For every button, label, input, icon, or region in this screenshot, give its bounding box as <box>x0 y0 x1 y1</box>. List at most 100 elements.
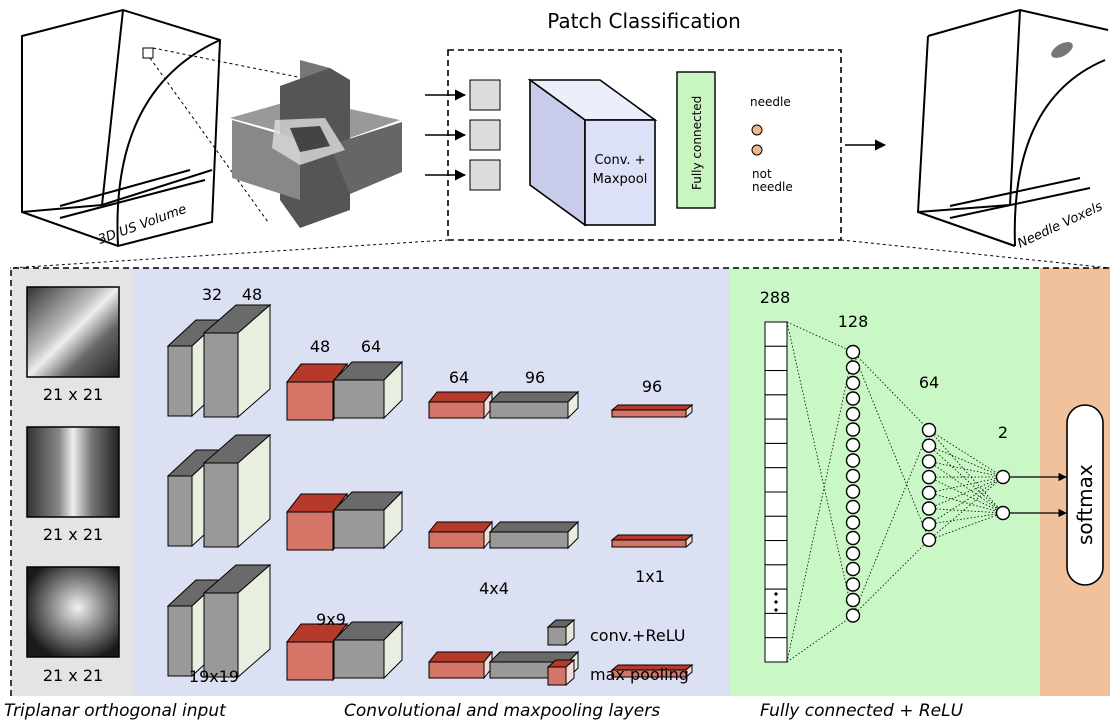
fc288-ellipsis-dot <box>774 600 778 604</box>
count-conv3: 64 <box>361 337 381 356</box>
fc128-node <box>845 608 861 623</box>
fc64-node <box>921 485 937 500</box>
fc128-node <box>845 546 861 561</box>
conv-box-label-1: Conv. + <box>594 153 645 168</box>
size-label-19: 19x19 <box>189 667 239 686</box>
class-not-label-2: needle <box>752 180 793 194</box>
fc128-node <box>845 422 861 437</box>
volume-patch-cube <box>142 47 154 59</box>
softmax-box <box>1066 404 1104 586</box>
top-section: 3D US Volume Patch Classification Conv. … <box>9 8 1110 269</box>
us-volume-wireframe <box>21 8 222 248</box>
legend: conv.+ReLU max pooling <box>546 618 689 687</box>
fc-box-label: Fully connected <box>690 96 704 190</box>
fc-connection <box>928 429 1004 478</box>
fc128-node <box>845 592 861 608</box>
conv3-block-2 <box>332 620 404 680</box>
conv3-block-0 <box>332 360 404 420</box>
fc128-node <box>845 406 861 422</box>
pool2-block-0 <box>427 390 494 420</box>
fc288-cell <box>764 467 788 493</box>
class-not-label-1: not <box>752 167 772 181</box>
size-label-4: 4x4 <box>479 579 509 598</box>
fc128-node <box>845 515 861 530</box>
conv2-block-0 <box>202 303 272 419</box>
pool3-block-1 <box>610 533 694 549</box>
fc2-node <box>995 469 1011 485</box>
conv-layer-blocks <box>166 303 694 682</box>
patch-size-label-2: 21 x 21 <box>43 525 103 544</box>
count-conv1: 32 <box>202 285 222 304</box>
softmax-label: softmax <box>1073 464 1097 545</box>
fc64-node <box>921 469 937 485</box>
fc288-cell <box>764 612 788 639</box>
pool2-block-2 <box>427 650 494 680</box>
conv4-block-1 <box>488 520 580 550</box>
class-node-needle <box>751 124 763 136</box>
fc-connection <box>928 461 1004 514</box>
fc288-cell <box>764 442 788 469</box>
size-label-9: 9x9 <box>316 610 346 629</box>
fc-connection <box>852 351 930 541</box>
fc288-cell <box>764 394 788 420</box>
fc-connection <box>852 539 930 616</box>
fc-connection <box>928 476 1004 494</box>
fc-connection <box>786 615 854 663</box>
fc-connection <box>928 445 1004 478</box>
fc288-cell <box>764 637 788 663</box>
fc-network <box>764 321 1067 663</box>
caption-input: Triplanar orthogonal input <box>4 701 227 721</box>
fc-connection <box>928 429 1004 514</box>
count-conv2: 48 <box>242 285 262 304</box>
fc-connection <box>928 476 1004 541</box>
fc128-node <box>845 360 861 375</box>
count-conv4: 96 <box>525 368 545 387</box>
fc128-node <box>845 453 861 468</box>
fc64-node <box>921 532 937 548</box>
fc64-node <box>921 501 937 516</box>
output-label: Needle Voxels <box>1015 199 1105 252</box>
fc128-node <box>845 577 861 592</box>
legend-pool-label: max pooling <box>590 665 689 684</box>
fc128-node <box>845 344 861 360</box>
fc288-cell <box>764 564 788 590</box>
patch-size-label-3: 21 x 21 <box>43 666 103 685</box>
triplanar-patch-image <box>230 60 402 228</box>
fc64-node <box>921 454 937 469</box>
conv3-block-1 <box>332 490 404 550</box>
count-pool3: 96 <box>642 377 662 396</box>
fc128-node <box>845 499 861 515</box>
fc-connection <box>786 351 854 663</box>
fc288-cell <box>764 491 788 517</box>
input-patch-2 <box>26 426 120 518</box>
fc288-ellipsis-dot <box>774 592 778 596</box>
volume-label: 3D US Volume <box>96 202 188 248</box>
fc128-node <box>845 468 861 484</box>
class-node-not-needle <box>751 144 763 156</box>
fc-connection <box>852 351 930 431</box>
fc-connection <box>928 461 1004 478</box>
fc-size-288: 288 <box>760 288 791 307</box>
network-detail-section: 21 x 21 21 x 21 21 x 21 32 48 48 64 64 9… <box>10 267 1110 696</box>
fc288-ellipsis-dot <box>774 608 778 612</box>
fc-connection <box>786 321 854 353</box>
fc-connection <box>786 321 854 616</box>
fc64-node <box>921 517 937 532</box>
fc-connection <box>928 476 1004 509</box>
fc128-node <box>845 484 861 499</box>
count-pool1: 48 <box>310 337 330 356</box>
count-pool2: 64 <box>449 368 469 387</box>
fc288-cell <box>764 540 788 566</box>
fc64-node <box>921 438 937 453</box>
size-label-1: 1x1 <box>635 567 665 586</box>
fc-connection <box>928 492 1004 514</box>
fc288-cell <box>764 418 788 444</box>
needle-voxel-blob <box>1051 42 1073 58</box>
fc-connection <box>928 445 1004 514</box>
fc128-node <box>845 375 861 391</box>
pool3-block-2 <box>610 663 694 679</box>
conv4-block-0 <box>488 390 580 420</box>
conv2-block-2 <box>202 563 272 679</box>
class-needle-label: needle <box>750 95 791 109</box>
